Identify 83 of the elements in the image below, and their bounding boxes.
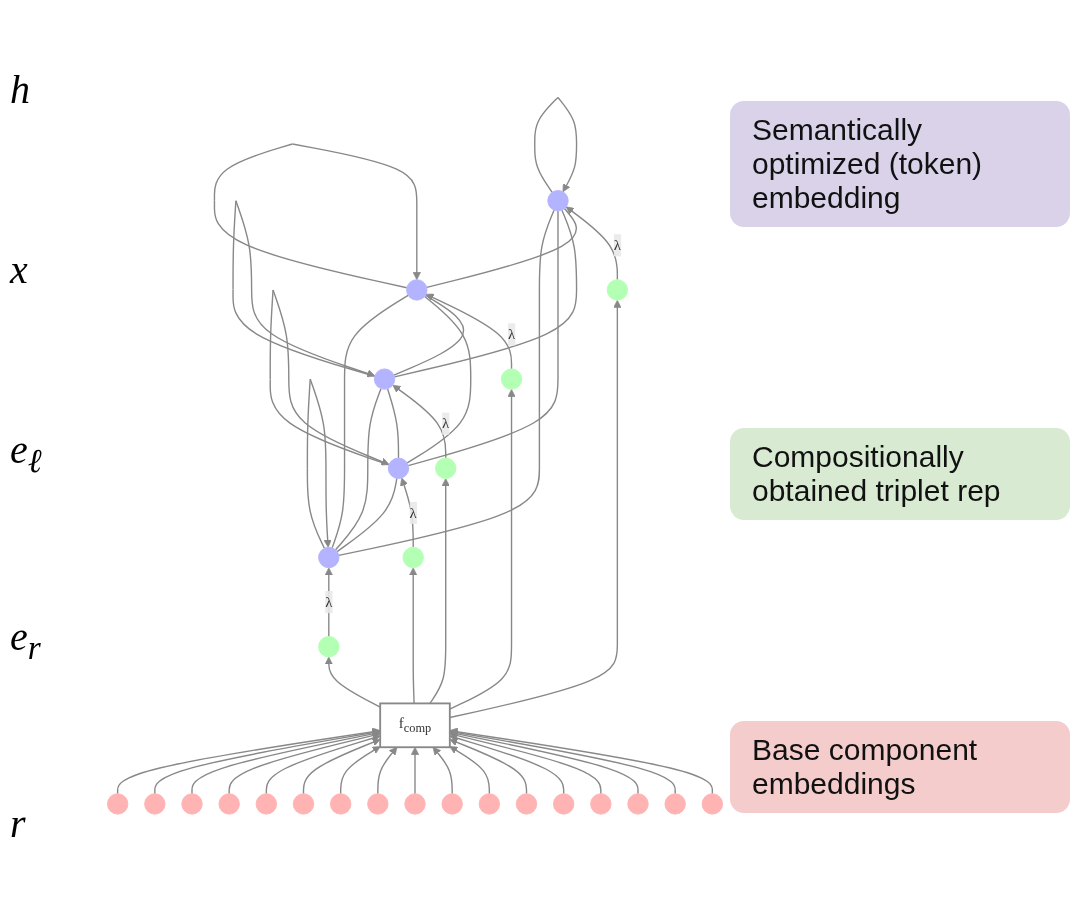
arrow — [228, 731, 381, 795]
layer-symbol: r — [10, 799, 27, 847]
arrow — [232, 200, 376, 378]
node-circle — [441, 793, 463, 815]
arrow — [392, 385, 447, 460]
node-circle — [373, 368, 396, 391]
connector — [393, 294, 465, 377]
arrow — [409, 567, 418, 705]
arrow — [265, 734, 381, 795]
node-circle — [318, 636, 340, 658]
node-circle — [367, 793, 389, 815]
connector — [336, 477, 398, 553]
arrow — [432, 747, 453, 795]
node-circle — [606, 279, 629, 301]
arrow — [302, 738, 381, 795]
arrow — [449, 731, 602, 795]
arrow — [339, 746, 381, 795]
arrow — [324, 656, 381, 709]
node-circle — [255, 793, 277, 815]
arrow — [269, 289, 390, 466]
arrow — [410, 747, 420, 795]
node-box — [379, 702, 451, 749]
node-circle — [181, 793, 203, 815]
arrow — [449, 746, 491, 795]
arrow — [565, 206, 619, 281]
edge-label: λ — [325, 594, 333, 610]
legend-text: Base component embeddings — [752, 732, 978, 800]
node-circle — [404, 793, 426, 815]
node-circle — [218, 793, 240, 815]
arrow — [377, 747, 398, 795]
layer-symbol: e$_{r}$ — [10, 612, 42, 667]
connector — [386, 388, 400, 460]
node-circle — [292, 793, 315, 815]
node-circle — [402, 547, 424, 569]
connector — [338, 209, 555, 557]
node-circle — [318, 547, 340, 569]
node-circle — [500, 368, 523, 391]
arrow — [429, 478, 450, 705]
arrow — [534, 97, 578, 194]
node-circle — [547, 190, 569, 212]
arrow — [191, 730, 381, 795]
node-circle — [435, 457, 457, 480]
node-circle — [329, 793, 352, 815]
arrow — [324, 567, 333, 638]
arrow — [154, 728, 381, 795]
edge-label: λ — [409, 504, 417, 521]
connector — [334, 388, 382, 551]
arrow — [449, 300, 622, 719]
legend-text: Compositionally obtained triplet rep — [752, 439, 1001, 507]
layer-symbol: h — [10, 66, 31, 114]
network-diagram: λ λ λ λ λ f$_{comp}$ — [100, 90, 730, 823]
node-circle — [553, 793, 575, 815]
edge-label: λ — [442, 415, 450, 432]
arrow — [449, 389, 516, 710]
edge-label: λ — [613, 237, 621, 253]
arrow — [306, 378, 332, 550]
connector — [406, 296, 472, 464]
layer-symbol: e$_{ℓ}$ — [10, 426, 43, 480]
node-circle — [701, 793, 724, 815]
node-circle — [515, 793, 538, 815]
legend-text: Semantically optimized (token) embedding — [752, 112, 983, 214]
node-circle — [387, 457, 410, 480]
arrow — [449, 738, 528, 795]
layer-symbol: x — [10, 246, 29, 294]
arrow — [213, 143, 421, 289]
connector — [331, 294, 409, 549]
connector — [426, 208, 578, 289]
node-circle — [106, 793, 129, 815]
arrow — [400, 477, 414, 549]
node-circle — [144, 793, 166, 815]
node-circle — [590, 793, 612, 815]
arrow — [449, 734, 565, 795]
arrow — [425, 293, 513, 370]
arrow — [449, 730, 639, 795]
connector — [407, 210, 559, 467]
node-circle — [478, 793, 501, 815]
connector — [393, 209, 578, 378]
node-circle — [664, 793, 686, 815]
node-circle — [627, 793, 649, 815]
node-circle — [406, 279, 428, 301]
arrow — [449, 727, 714, 795]
arrow — [116, 727, 381, 795]
edge-label: λ — [507, 326, 516, 343]
